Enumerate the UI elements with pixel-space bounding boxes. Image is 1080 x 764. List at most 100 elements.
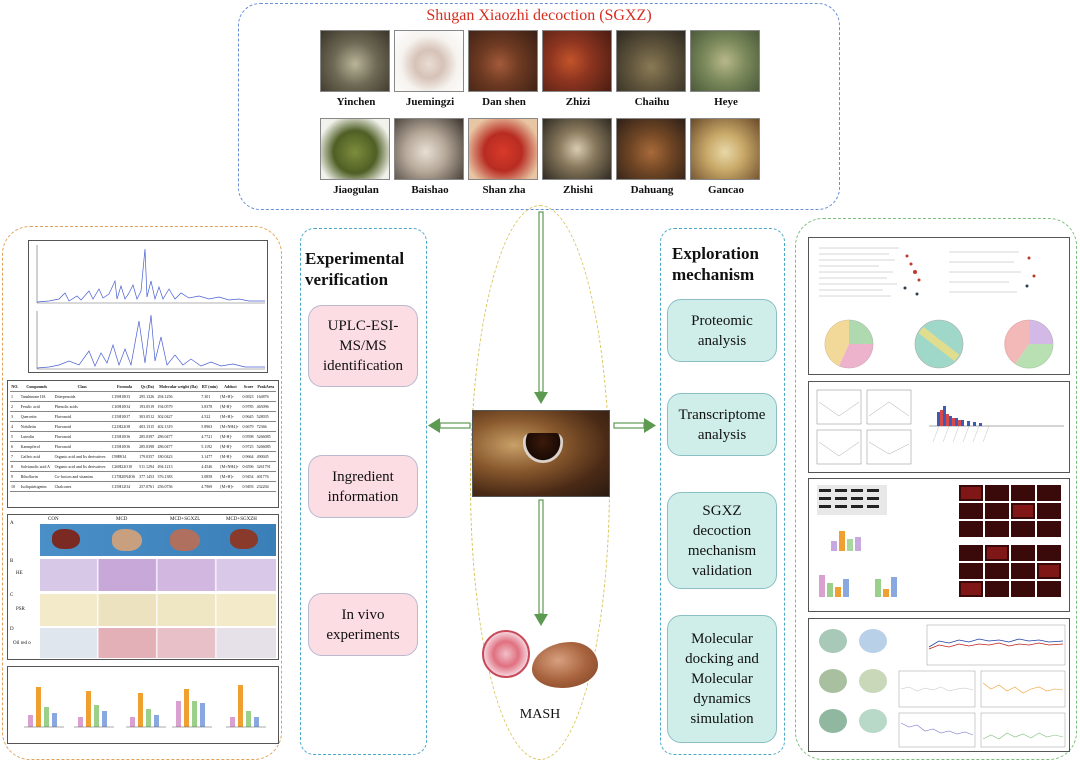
table-cell: Chalcones bbox=[53, 481, 111, 492]
table-cell: Riboflavin bbox=[19, 471, 54, 482]
table-cell: 232204 bbox=[255, 481, 276, 492]
herb-image bbox=[394, 30, 464, 92]
table-header-cell: PeakArea bbox=[255, 382, 276, 392]
table-cell: 465096 bbox=[255, 401, 276, 412]
transcriptome-figure bbox=[808, 381, 1070, 473]
herb-image bbox=[320, 30, 390, 92]
arrow-down-top bbox=[534, 211, 548, 404]
psr-stain-row bbox=[40, 594, 276, 626]
table-cell: [M-H]- bbox=[219, 441, 242, 452]
table-cell: 285.0398 bbox=[138, 441, 157, 452]
herb-label: Shan zha bbox=[482, 184, 526, 196]
herb-label: Zhizi bbox=[565, 96, 591, 108]
table-cell: 0.9645 bbox=[241, 411, 256, 422]
table-cell: Tanshinone IIA bbox=[19, 391, 54, 402]
arrow-right bbox=[613, 418, 656, 433]
table-cell: Flavonoid bbox=[53, 431, 111, 442]
table-cell: C21H22O8 bbox=[110, 421, 139, 432]
table-cell: 403.1315 bbox=[138, 421, 157, 432]
herb-baishao: Baishao bbox=[394, 118, 466, 196]
table-cell: 4.7721 bbox=[200, 431, 220, 442]
table-cell: 9 bbox=[10, 471, 20, 482]
table-cell: [M+H]+ bbox=[219, 411, 242, 422]
table-cell: 402.1319 bbox=[156, 421, 201, 432]
table-cell: [M+H]+ bbox=[219, 481, 242, 492]
compound-table-panel: NO. Compounds Class Formula Qs (Da) Mole… bbox=[7, 380, 279, 508]
table-cell: C19H18O3 bbox=[110, 391, 139, 402]
table-cell: 490045 bbox=[255, 451, 276, 462]
table-cell: [M+NH4]+ bbox=[219, 421, 242, 432]
proteomic-figure bbox=[808, 237, 1070, 375]
table-cell: 6 bbox=[10, 441, 20, 452]
table-cell: C15H10O6 bbox=[110, 441, 139, 452]
panel-letter: C bbox=[10, 593, 14, 598]
right-data-panel bbox=[795, 218, 1077, 760]
herb-shan-zha: Shan zha bbox=[468, 118, 540, 196]
arrow-down-mash bbox=[534, 499, 548, 626]
table-cell: 285.0397 bbox=[138, 431, 157, 442]
table-cell: [M-H]- bbox=[219, 431, 242, 442]
herb-juemingzi: Juemingzi bbox=[394, 30, 466, 108]
herb-image bbox=[690, 30, 760, 92]
herb-label: Zhishi bbox=[563, 184, 593, 196]
herb-jiaogulan: Jiaogulan bbox=[320, 118, 392, 196]
table-cell: C10H10O4 bbox=[110, 401, 139, 412]
chromatogram-panel bbox=[28, 240, 268, 373]
table-cell: Organic acid and Its derivatives bbox=[53, 461, 111, 472]
validation-figure bbox=[808, 478, 1070, 612]
herb-image bbox=[468, 118, 538, 180]
uplc-identification-box: UPLC-ESI-MS/MS identification bbox=[308, 305, 418, 387]
exploration-mechanism-column bbox=[660, 228, 785, 755]
table-cell: 164876 bbox=[255, 391, 276, 402]
chromatogram-graphic bbox=[36, 245, 265, 370]
in-vivo-experiments-box: In vivo experiments bbox=[308, 593, 418, 656]
table-cell: 7 bbox=[10, 451, 20, 462]
table-cell: [M+H]+ bbox=[219, 391, 242, 402]
table-cell: Quercetin bbox=[19, 411, 54, 422]
compound-table: NO. Compounds Class Formula Qs (Da) Mole… bbox=[10, 382, 276, 492]
herb-image bbox=[616, 30, 686, 92]
docking-figure bbox=[808, 618, 1070, 752]
table-header-cell: RT (min) bbox=[200, 382, 220, 392]
table-cell: 194.0579 bbox=[156, 401, 201, 412]
group-label: MCD bbox=[116, 517, 128, 522]
herb-image bbox=[394, 118, 464, 180]
table-header-cell: NO. bbox=[10, 382, 20, 392]
table-cell: 302.0427 bbox=[156, 411, 201, 422]
experimental-verification-title: Experimental verification bbox=[305, 249, 405, 289]
table-cell: 3261791 bbox=[255, 461, 276, 472]
arrow-left bbox=[428, 418, 471, 433]
table-cell: 4.522 bbox=[200, 411, 220, 422]
table-cell: 3 bbox=[10, 411, 20, 422]
herb-label: Dan shen bbox=[482, 96, 526, 108]
table-header-cell: Class bbox=[53, 382, 111, 392]
table-cell: 193.0519 bbox=[138, 401, 157, 412]
table-cell: C15H10O6 bbox=[110, 431, 139, 442]
table-cell: Ferulic acid bbox=[19, 401, 54, 412]
mash-label: MASH bbox=[519, 707, 561, 722]
table-header-cell: Qs (Da) bbox=[138, 382, 157, 392]
liver-icon bbox=[532, 642, 598, 688]
herb-image bbox=[468, 30, 538, 92]
table-cell: Kaempferol bbox=[19, 441, 54, 452]
table-cell: Phenolic acids bbox=[53, 401, 111, 412]
table-cell: 3.1477 bbox=[200, 451, 220, 462]
herb-image bbox=[616, 118, 686, 180]
table-cell: [M+NH4]+ bbox=[219, 461, 242, 472]
table-cell: Luteolin bbox=[19, 431, 54, 442]
table-cell: 8 bbox=[10, 461, 20, 472]
table-header-cell: Molecular weight (Da) bbox=[156, 382, 201, 392]
table-cell: 1 bbox=[10, 391, 20, 402]
herb-dan-shen: Dan shen bbox=[468, 30, 540, 108]
table-cell: 72366 bbox=[255, 421, 276, 432]
table-header-cell: Score bbox=[241, 382, 256, 392]
panel-letter: A bbox=[10, 521, 14, 526]
